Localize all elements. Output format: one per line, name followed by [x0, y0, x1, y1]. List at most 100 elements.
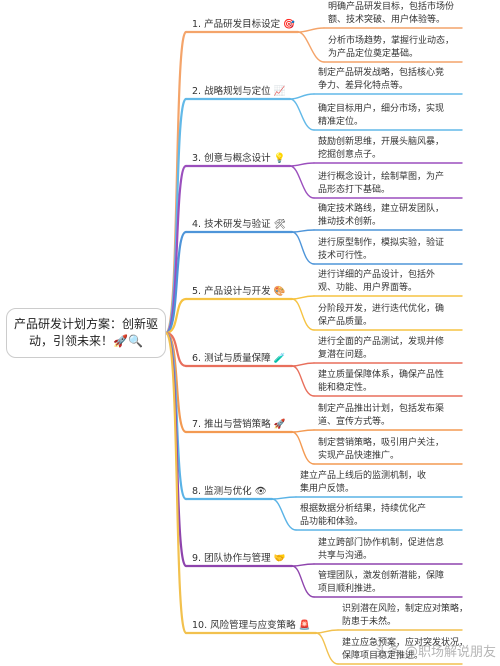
- leaf-note-line: 建立跨部门协作机制，促进信息: [318, 538, 445, 548]
- leaf-note-line: 项目顺利推进。: [318, 584, 382, 594]
- leaf-note-line: 制定营销策略，吸引用户关注，: [318, 438, 445, 448]
- leaf-connector: [297, 31, 325, 63]
- branch-node[interactable]: 9. 团队协作与管理 🤝: [192, 553, 286, 564]
- leaf-note-line: 集用户反馈。: [300, 484, 355, 494]
- root-topic[interactable]: 产品研发计划方案：创新驱 动，引领未来！🚀🔍: [6, 308, 166, 358]
- leaf-note[interactable]: 制定产品研发战略，包括核心竞争力、差异化特点等。: [318, 67, 444, 93]
- leaf-note[interactable]: 确定目标用户，细分市场，实现精准定位。: [318, 103, 444, 129]
- leaf-note[interactable]: 管理团队，激发创新潜能，保障项目顺利推进。: [318, 570, 444, 596]
- leaf-note-line: 进行详细的产品设计，包括外: [318, 270, 436, 280]
- leaf-note[interactable]: 鼓励创新思维，开展头脑风暴， 挖掘创意点子。: [318, 136, 444, 162]
- leaf-note-line: 观、功能、用户界面等。: [318, 283, 418, 293]
- branch-node[interactable]: 6. 测试与质量保障 🧪: [192, 353, 286, 364]
- leaf-note[interactable]: 进行原型制作，模拟实验，验证技术可行性。: [318, 237, 444, 263]
- leaf-note-line: 进行原型制作，模拟实验，验证: [318, 238, 445, 248]
- branch-node[interactable]: 10. 风险管理与应变策略 🚨: [192, 620, 311, 631]
- branch-node[interactable]: 3. 创意与概念设计 💡: [192, 153, 286, 164]
- leaf-note-line: 实现产品快速推广。: [318, 451, 400, 461]
- leaf-note[interactable]: 制定产品推出计划，包括发布渠道、宣传方式等。: [318, 403, 444, 429]
- leaf-note-line: 保障项目稳定推进。: [342, 651, 424, 661]
- leaf-connector: [271, 498, 297, 531]
- leaf-note[interactable]: 分析市场趋势，掌握行业动态， 为产品定位奠定基础。: [328, 35, 454, 61]
- leaf-note-line: 品功能和体验。: [300, 517, 364, 527]
- leaf-note-line: 挖掘创意点子。: [318, 150, 382, 160]
- leaf-connector: [291, 565, 315, 598]
- leaf-note-line: 道、宣传方式等。: [318, 417, 391, 427]
- leaf-note[interactable]: 制定营销策略，吸引用户关注， 实现产品快速推广。: [318, 437, 444, 463]
- leaf-connector: [291, 231, 315, 265]
- leaf-note-line: 确定技术路线，建立研发团队，: [318, 204, 445, 214]
- branch-node[interactable]: 2. 战略规划与定位 📈: [192, 86, 286, 97]
- leaf-connector: [315, 632, 339, 665]
- leaf-connector: [291, 295, 315, 300]
- leaf-note-line: 进行概念设计，绘制草图，为产: [318, 172, 445, 182]
- branch-connector: [164, 331, 188, 635]
- leaf-note[interactable]: 根据数据分析结果，持续优化产品功能和体验。: [300, 503, 426, 529]
- leaf-connector: [289, 165, 315, 199]
- leaf-note-line: 明确产品研发目标，包括市场份: [328, 2, 455, 12]
- leaf-note[interactable]: 建立质量保障体系，确保产品性能和稳定性。: [318, 369, 444, 395]
- leaf-note-line: 制定产品推出计划，包括发布渠: [318, 404, 445, 414]
- leaf-note-line: 进行全面的产品测试，发现并修: [318, 337, 445, 347]
- branch-node[interactable]: 8. 监测与优化 👁: [192, 486, 267, 497]
- leaf-note-line: 根据数据分析结果，持续优化产: [300, 504, 427, 514]
- leaf-note-line: 复潜在问题。: [318, 350, 373, 360]
- leaf-connector: [291, 365, 315, 397]
- leaf-note-line: 分析市场趋势，掌握行业动态，: [328, 36, 455, 46]
- leaf-note[interactable]: 确定技术路线，建立研发团队， 推动技术创新。: [318, 203, 444, 229]
- leaf-note[interactable]: 进行概念设计，绘制草图，为产品形态打下基础。: [318, 171, 444, 197]
- leaf-note-line: 分阶段开发，进行迭代优化，确: [318, 304, 445, 314]
- leaf-note-line: 建立应急预案，应对突发状况，: [342, 638, 469, 648]
- leaf-note-line: 推动技术创新。: [318, 217, 382, 227]
- branch-connector: [164, 230, 188, 335]
- leaf-connector: [289, 93, 315, 100]
- leaf-note[interactable]: 识别潜在风险，制定应对策略， 防患于未然。: [342, 603, 468, 629]
- watermark: 头条 @职场解说朋友: [374, 645, 496, 660]
- root-topic-line-1: 产品研发计划方案：创新驱: [13, 317, 158, 331]
- leaf-note-line: 建立质量保障体系，确保产品性: [318, 370, 445, 380]
- leaf-note-line: 制定产品研发战略，包括核心竞: [318, 68, 445, 78]
- leaf-connector: [289, 98, 315, 131]
- leaf-note-line: 能和稳定性。: [318, 383, 373, 393]
- leaf-note-line: 管理团队，激发创新潜能，保障: [318, 571, 445, 581]
- root-topic-line-2: 动，引领未来！🚀🔍: [29, 334, 143, 348]
- branch-node[interactable]: 4. 技术研发与验证 🛠: [192, 219, 286, 230]
- leaf-connector: [297, 27, 325, 33]
- leaf-note[interactable]: 进行详细的产品设计，包括外观、功能、用户界面等。: [318, 269, 435, 295]
- leaf-note-line: 争力、差异化特点等。: [318, 81, 409, 91]
- branch-connector: [164, 164, 188, 335]
- leaf-connector: [291, 229, 315, 233]
- leaf-note-line: 为产品定位奠定基础。: [328, 49, 419, 59]
- leaf-connector: [291, 429, 315, 433]
- leaf-connector: [271, 496, 297, 500]
- leaf-note-line: 确定目标用户，细分市场，实现: [318, 104, 445, 114]
- branch-node[interactable]: 1. 产品研发目标设定 🎯: [192, 19, 295, 30]
- leaf-connector: [291, 298, 315, 331]
- leaf-note-line: 技术可行性。: [318, 251, 373, 261]
- leaf-note[interactable]: 建立跨部门协作机制，促进信息共享与沟通。: [318, 537, 444, 563]
- leaf-note-line: 防患于未然。: [342, 617, 397, 627]
- leaf-note-line: 建立产品上线后的监测机制，收: [300, 471, 427, 481]
- leaf-note-line: 额、技术突破、用户体验等。: [328, 15, 446, 25]
- leaf-note[interactable]: 进行全面的产品测试，发现并修复潜在问题。: [318, 336, 444, 362]
- leaf-connector: [291, 362, 315, 367]
- leaf-note-line: 鼓励创新思维，开展头脑风暴，: [318, 137, 445, 147]
- leaf-note[interactable]: 建立应急预案，应对突发状况， 保障项目稳定推进。: [342, 637, 468, 663]
- leaf-note[interactable]: 分阶段开发，进行迭代优化，确保产品质量。: [318, 303, 444, 329]
- leaf-connector: [291, 563, 315, 567]
- leaf-note-line: 品形态打下基础。: [318, 185, 391, 195]
- leaf-note[interactable]: 明确产品研发目标，包括市场份额、技术突破、用户体验等。: [328, 1, 454, 27]
- leaf-connector: [289, 162, 315, 167]
- branch-node[interactable]: 5. 产品设计与开发 🎨: [192, 286, 286, 297]
- leaf-note-line: 精准定位。: [318, 117, 364, 127]
- leaf-connector: [315, 629, 339, 634]
- leaf-note-line: 识别潜在风险，制定应对策略，: [342, 604, 469, 614]
- leaf-connector: [291, 431, 315, 465]
- leaf-note-line: 共享与沟通。: [318, 551, 373, 561]
- leaf-note[interactable]: 建立产品上线后的监测机制，收集用户反馈。: [300, 470, 426, 496]
- branch-connector: [164, 297, 188, 335]
- branch-node[interactable]: 7. 推出与营销策略 🚀: [192, 419, 286, 430]
- leaf-note-line: 保产品质量。: [318, 317, 373, 327]
